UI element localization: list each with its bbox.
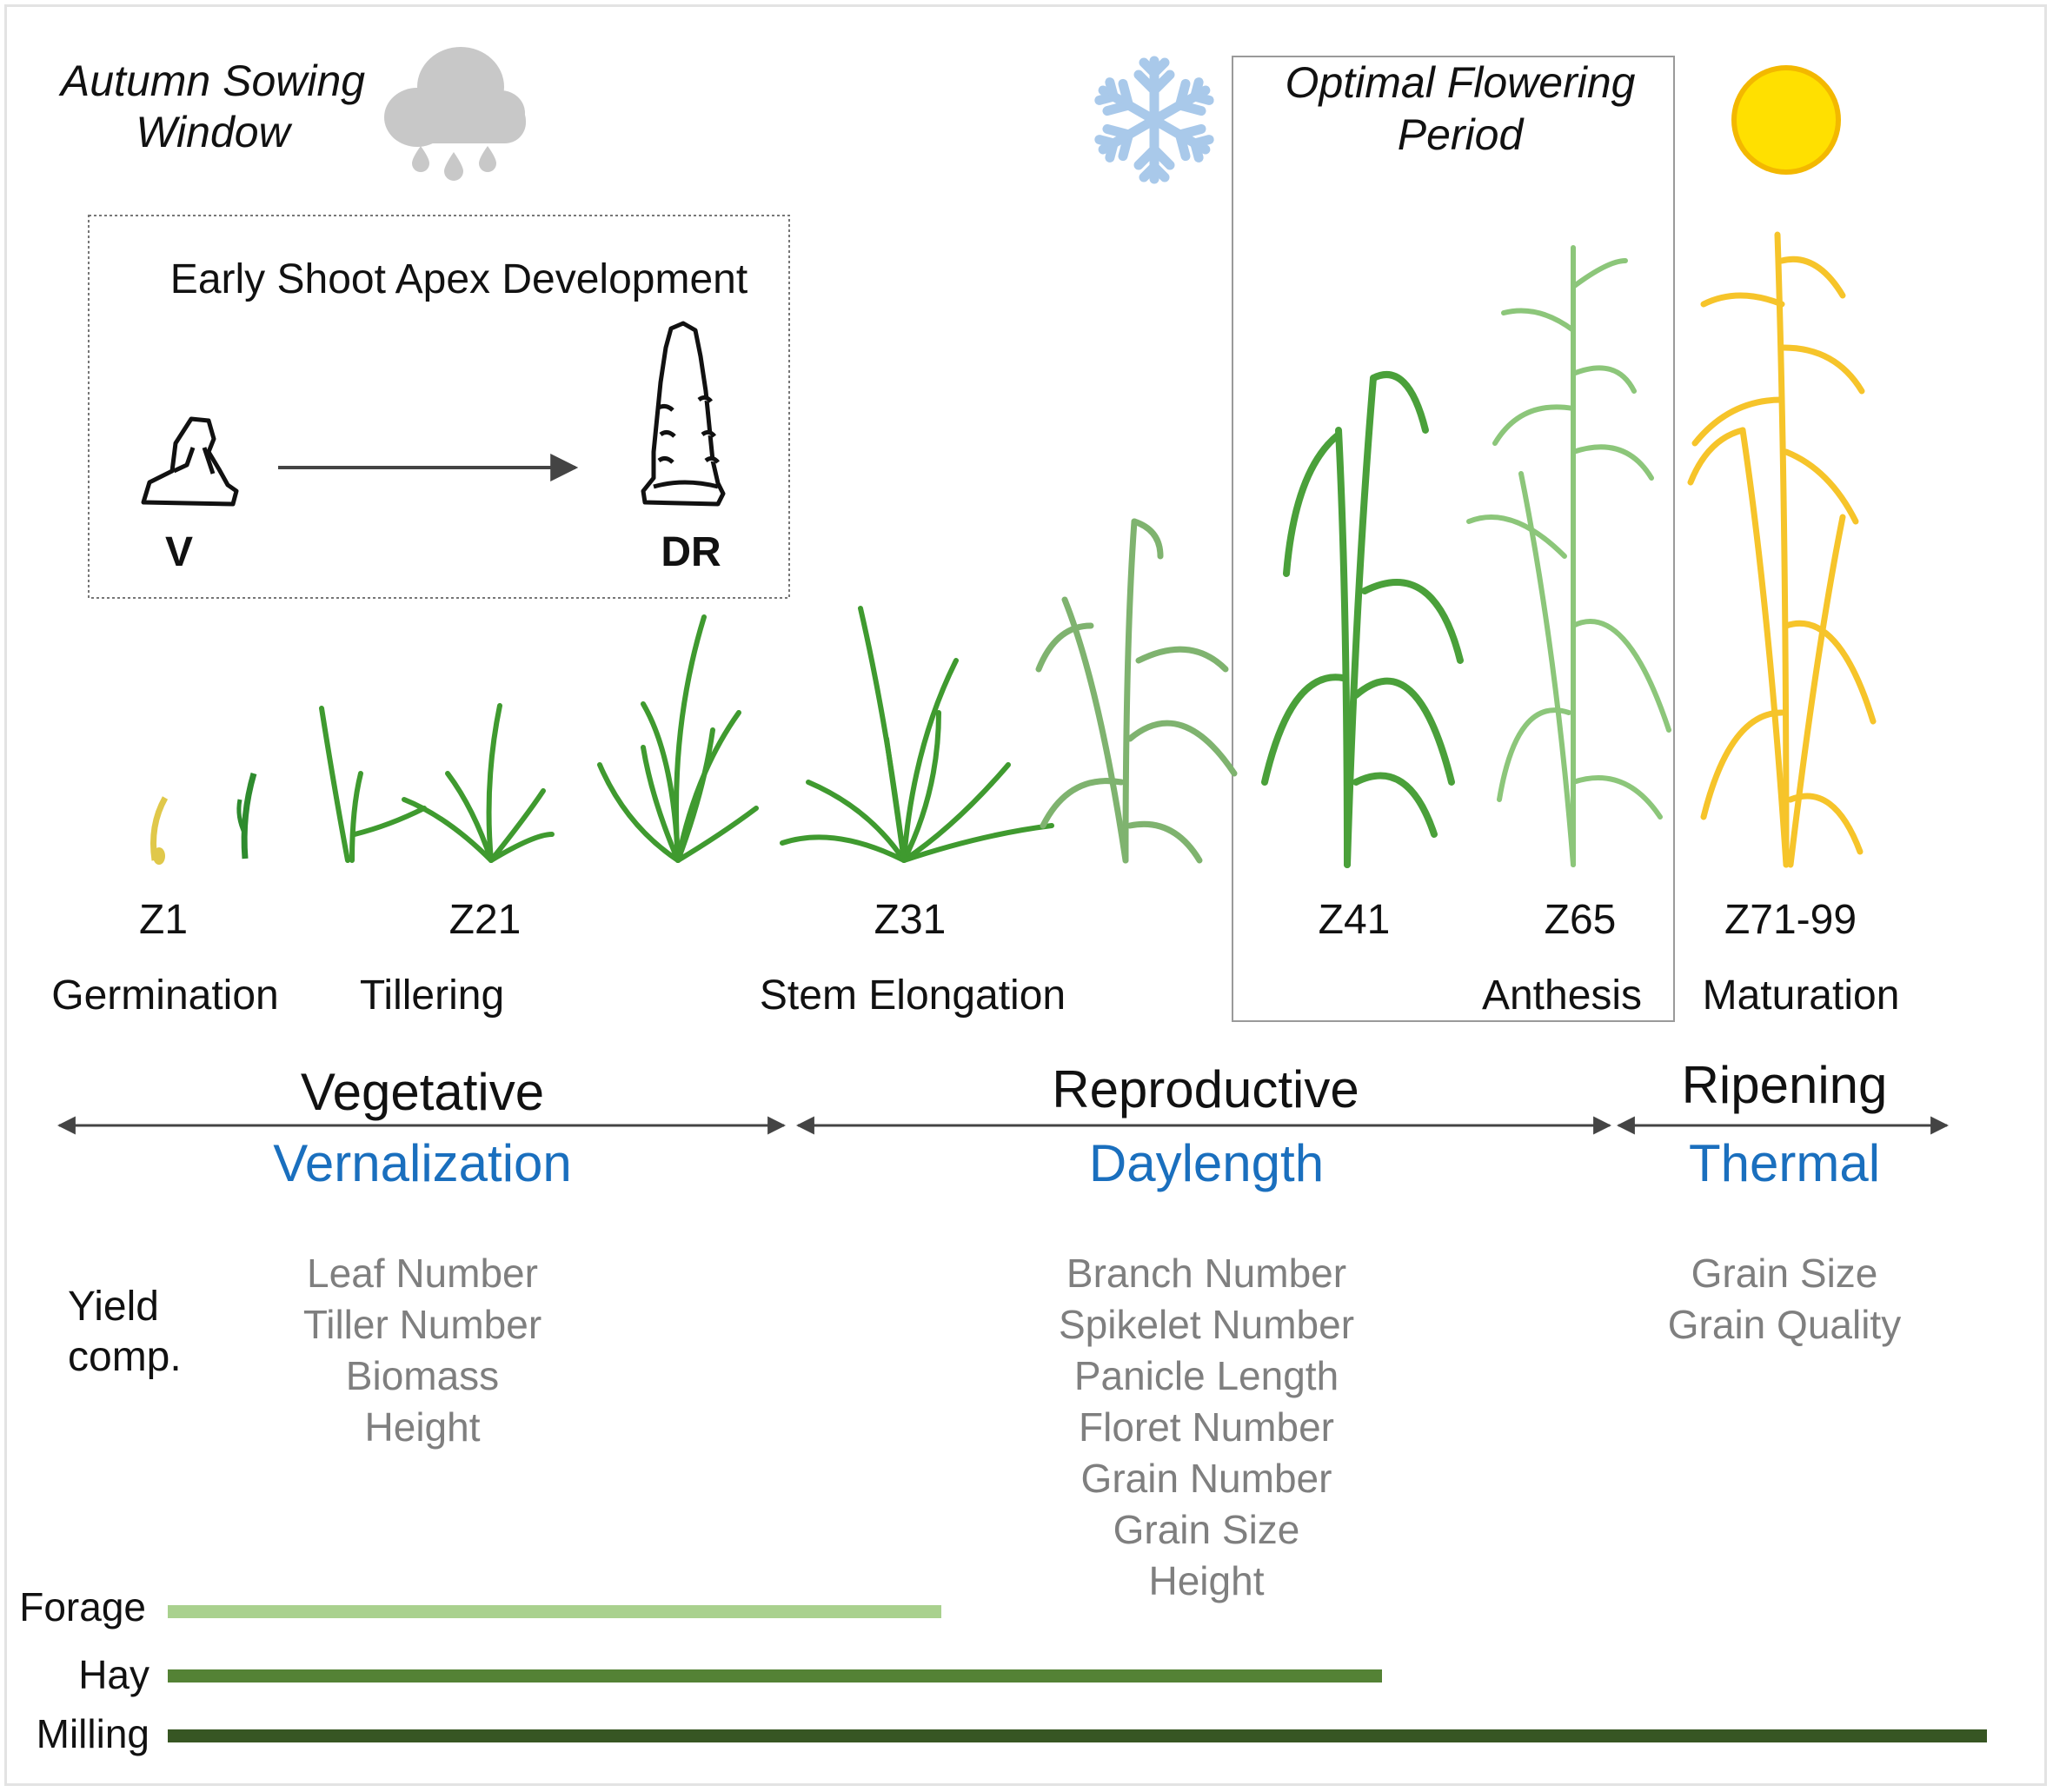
flowering-period-label-1: Optimal Flowering <box>1285 58 1636 107</box>
ripening-components: Grain Size Grain Quality <box>1668 1248 1901 1351</box>
sowing-window-label-2: Window <box>136 108 290 156</box>
hay-bar <box>168 1669 1382 1682</box>
component-item: Floret Number <box>1079 1404 1334 1450</box>
stage-code: Z1 <box>138 897 189 943</box>
component-item: Branch Number <box>1066 1251 1347 1296</box>
component-item: Tiller Number <box>302 1302 542 1347</box>
stage-name: Germination <box>51 972 279 1019</box>
flowering-period-box <box>1232 56 1675 1022</box>
component-item: Grain Number <box>1080 1456 1332 1501</box>
stage-name: Anthesis <box>1481 972 1643 1019</box>
phase-driver: Daylength <box>1088 1134 1325 1192</box>
plant-z71-99-maturation <box>1687 231 1877 868</box>
component-item: Grain Size <box>1691 1251 1878 1296</box>
sowing-window-label-1: Autumn Sowing <box>60 56 366 105</box>
flowering-period-label-2: Period <box>1397 110 1524 159</box>
phase-driver: Vernalization <box>273 1134 572 1192</box>
component-item: Leaf Number <box>307 1251 538 1296</box>
phase-driver: Thermal <box>1688 1134 1881 1192</box>
apex-v-label: V <box>164 529 194 575</box>
stage-code: Z41 <box>1318 897 1391 943</box>
use-label-hay: Hay <box>78 1652 149 1697</box>
plant-z21-tillering <box>319 703 555 863</box>
component-item: Panicle Length <box>1073 1353 1339 1398</box>
component-item: Biomass <box>345 1353 500 1398</box>
yield-comp-label-2: comp. <box>68 1334 182 1380</box>
phase-name: Reproductive <box>1052 1060 1359 1118</box>
plant-tillering-late <box>597 614 759 863</box>
component-item: Spikelet Number <box>1058 1302 1355 1347</box>
component-item: Grain Quality <box>1667 1302 1902 1347</box>
stage-code: Z21 <box>448 897 522 943</box>
rain-cloud-icon <box>384 47 526 181</box>
stage-code: Z65 <box>1544 897 1617 943</box>
reproductive-components: Branch Number Spikelet Number Panicle Le… <box>1059 1248 1354 1607</box>
vegetative-apex-icon <box>141 416 239 507</box>
double-ridge-apex-icon <box>641 321 726 507</box>
component-item: Grain Size <box>1113 1507 1300 1552</box>
sun-icon <box>1731 65 1841 175</box>
plant-z31-stem-elongation <box>780 606 1054 863</box>
plant-z1-seedling <box>150 773 257 865</box>
snowflake-icon <box>1095 56 1213 179</box>
yield-comp-label-1: Yield <box>68 1284 159 1330</box>
apex-panel-title: Early Shoot Apex Development <box>169 256 748 302</box>
plant-z41-booting <box>1261 371 1464 868</box>
phase-name: Ripening <box>1681 1056 1888 1114</box>
stage-name: Maturation <box>1702 972 1900 1019</box>
apex-panel-box <box>88 215 790 599</box>
milling-bar <box>168 1729 1987 1742</box>
stage-code: Z71-99 <box>1724 897 1857 943</box>
plant-z65-anthesis <box>1466 245 1671 867</box>
figure-frame <box>4 4 2047 1786</box>
apex-dr-label: DR <box>661 529 721 575</box>
phase-name: Vegetative <box>300 1063 545 1121</box>
stage-name: Tillering <box>359 972 505 1019</box>
plant-stem-elongation-late <box>1035 518 1238 864</box>
stage-name: Stem Elongation <box>759 972 1066 1019</box>
component-item: Height <box>364 1404 481 1450</box>
vegetative-components: Leaf Number Tiller Number Biomass Height <box>303 1248 541 1453</box>
stage-code: Z31 <box>874 897 947 943</box>
forage-bar <box>168 1605 941 1618</box>
component-item: Height <box>1148 1558 1265 1603</box>
use-label-forage: Forage <box>19 1584 146 1629</box>
use-label-milling: Milling <box>36 1711 149 1756</box>
